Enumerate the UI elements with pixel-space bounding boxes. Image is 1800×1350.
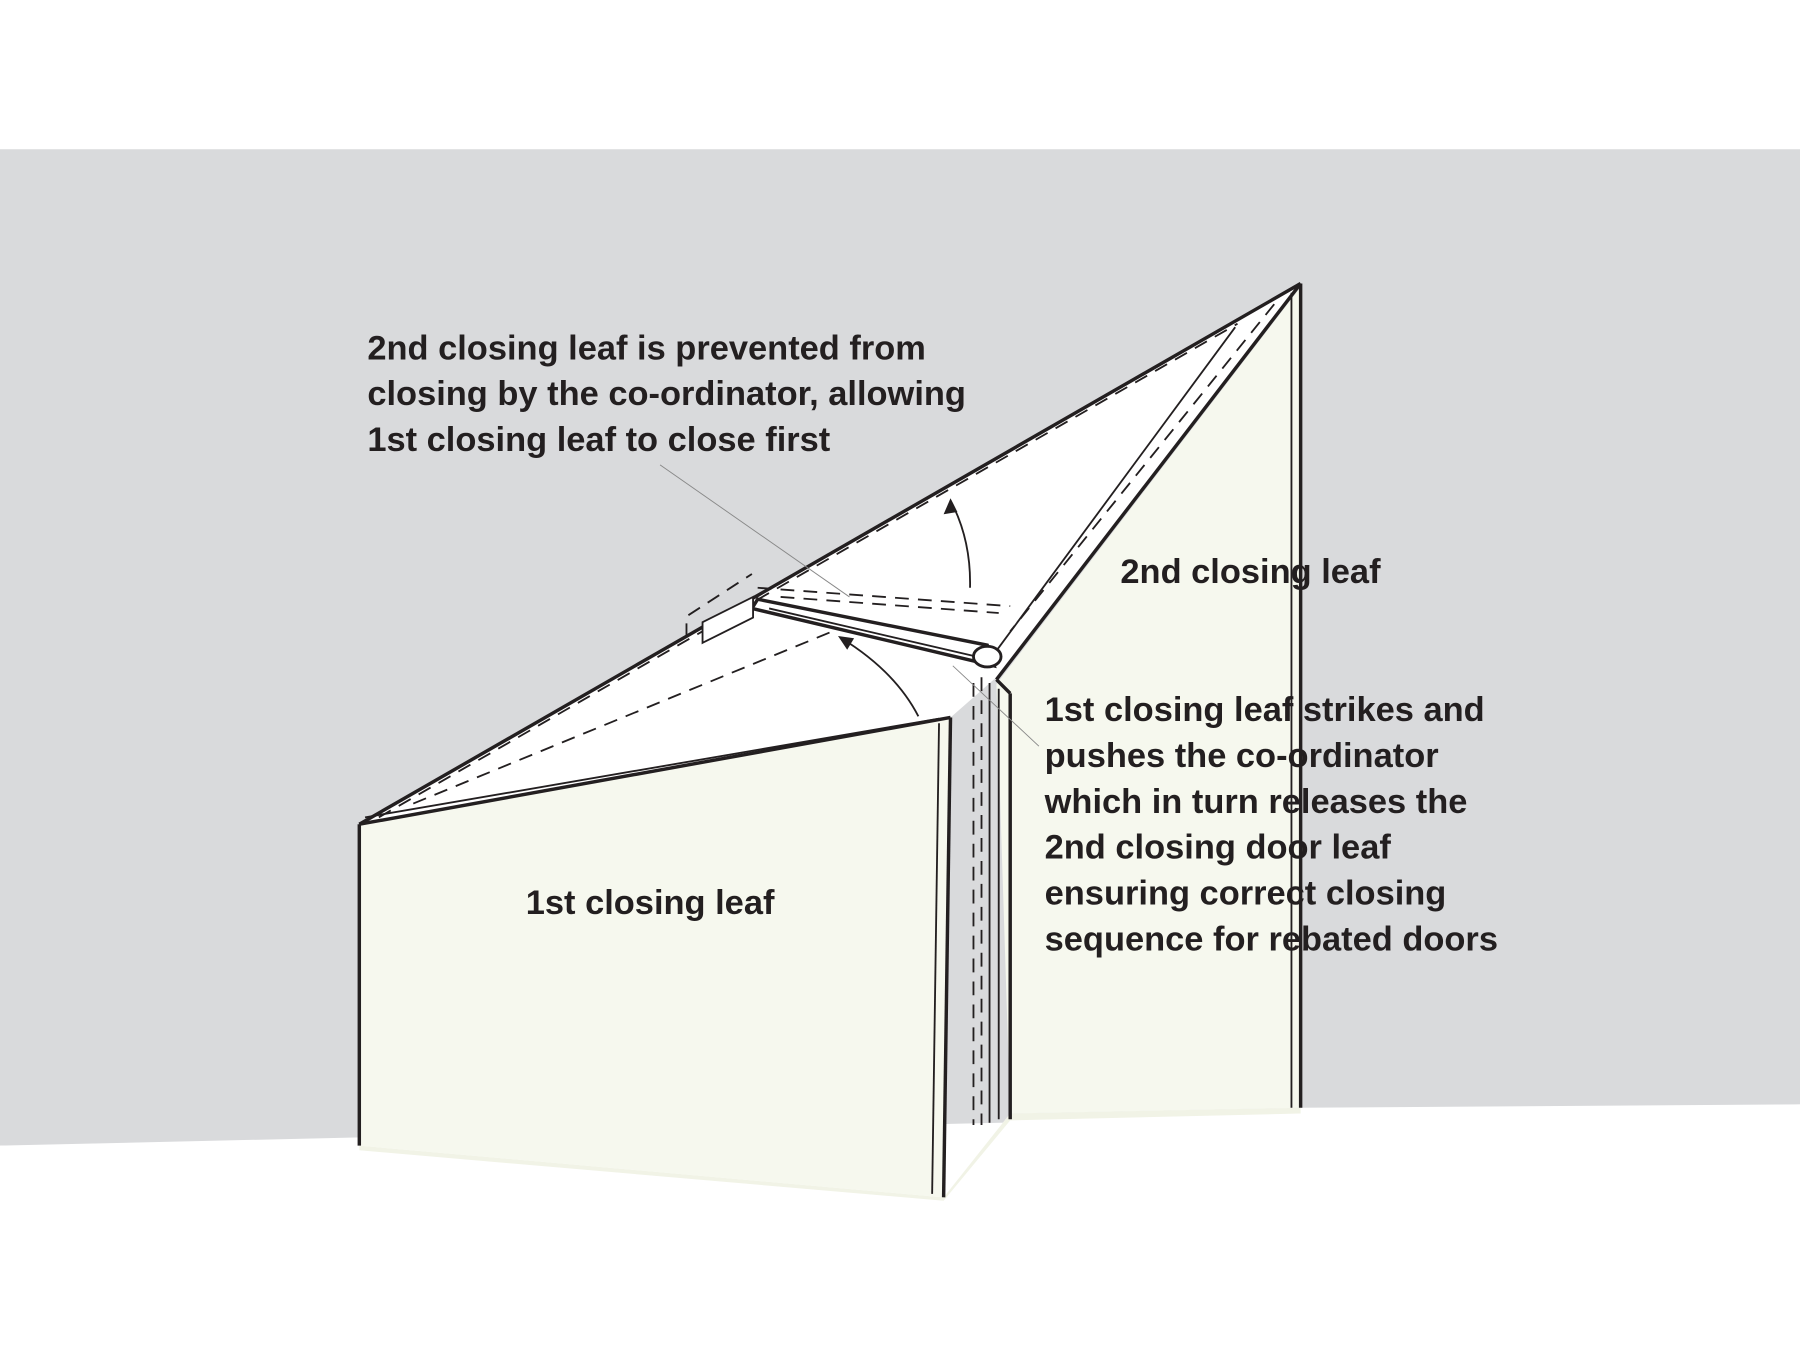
leader-line-top <box>659 464 850 598</box>
top-note-line: closing by the co-ordinator, allowing <box>367 375 966 413</box>
right-note-line: 2nd closing door leaf <box>1045 829 1392 867</box>
motion-arrows <box>838 498 971 717</box>
floor <box>0 1104 1800 1350</box>
leader-line-right <box>952 665 1040 747</box>
first-leaf-label: 1st closing leaf <box>526 884 775 922</box>
second-leaf-label: 2nd closing leaf <box>1120 553 1381 591</box>
right-note-line: pushes the co-ordinator <box>1045 737 1439 775</box>
first-leaf-face <box>359 717 951 1198</box>
outlines <box>357 282 1303 1198</box>
right-note-line: which in turn releases the <box>1044 783 1468 821</box>
right-note: 1st closing leaf strikes and pushes the … <box>1044 691 1498 959</box>
right-note-line: 1st closing leaf strikes and <box>1045 691 1485 729</box>
top-note-line: 2nd closing leaf is prevented from <box>367 329 926 367</box>
top-note-line: 1st closing leaf to close first <box>367 421 830 459</box>
second-leaf-face <box>996 286 1301 1114</box>
right-note-line: ensuring correct closing <box>1045 875 1447 913</box>
dashed-positions <box>378 303 1275 1125</box>
right-note-line: sequence for rebated doors <box>1045 921 1498 959</box>
top-note: 2nd closing leaf is prevented from closi… <box>367 329 975 459</box>
coordinator-arm <box>701 595 1003 669</box>
